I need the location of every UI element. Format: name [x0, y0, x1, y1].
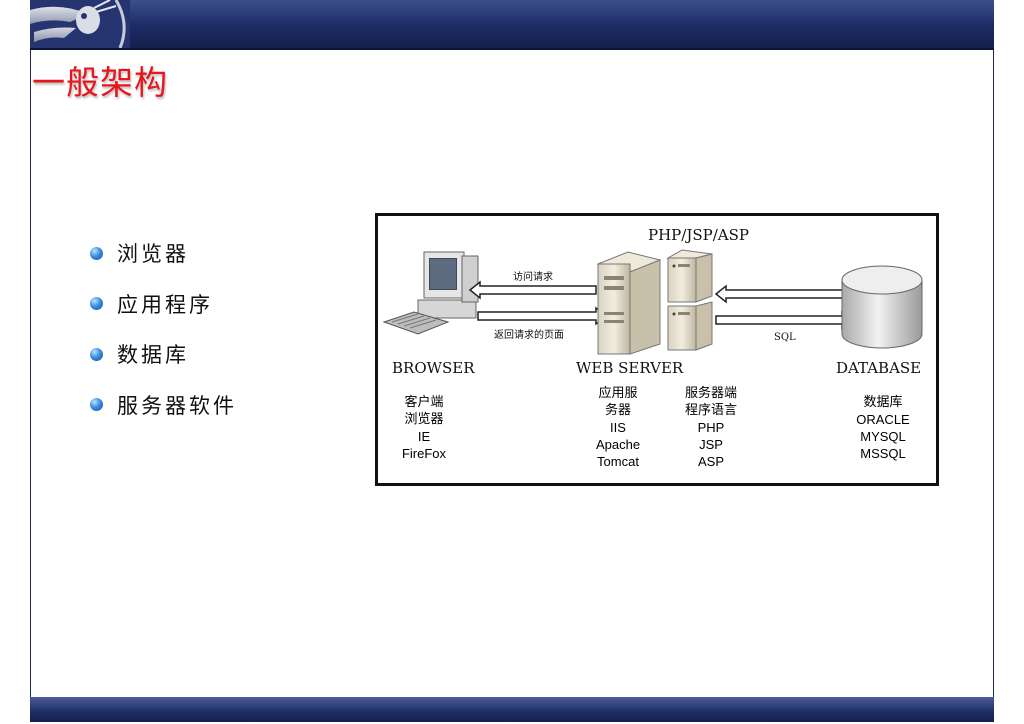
- bullet-item: 服务器软件: [90, 380, 237, 431]
- browser-title: BROWSER: [392, 359, 475, 377]
- bullet-item: 数据库: [90, 329, 237, 380]
- server-lang-line: PHP: [674, 419, 748, 436]
- browser-line: FireFox: [398, 445, 450, 462]
- bullet-list: 浏览器 应用程序 数据库 服务器软件: [90, 228, 237, 430]
- server-lang-details: 服务器端 程序语言 PHP JSP ASP: [674, 385, 748, 470]
- server-lang-line: 程序语言: [674, 402, 748, 419]
- request-label: 访问请求: [513, 268, 553, 283]
- database-line: MSSQL: [848, 445, 918, 462]
- server-lang-line: JSP: [674, 436, 748, 453]
- browser-line: 浏览器: [398, 411, 450, 428]
- browser-line: IE: [398, 428, 450, 445]
- browser-line: 客户端: [398, 394, 450, 411]
- app-server-icon: [668, 250, 712, 350]
- architecture-diagram: PHP/JSP/ASP 访问请求 返回请求的页面 SQL BROWSER WEB…: [375, 213, 939, 486]
- database-line: ORACLE: [848, 411, 918, 428]
- response-arrow-icon: [478, 308, 606, 324]
- database-title: DATABASE: [836, 359, 921, 377]
- request-arrow-icon: [470, 282, 596, 298]
- server-lang-line: ASP: [674, 453, 748, 470]
- sql-arrow-in-icon: [716, 286, 848, 302]
- header-bar: [30, 0, 994, 50]
- bullet-item: 浏览器: [90, 228, 237, 279]
- bullet-text: 服务器软件: [117, 390, 237, 420]
- app-server-line: 务器: [586, 402, 650, 419]
- database-icon: [842, 266, 922, 348]
- bullet-icon: [90, 297, 103, 310]
- app-server-line: Apache: [586, 436, 650, 453]
- browser-details: 客户端 浏览器 IE FireFox: [398, 394, 450, 462]
- webserver-title: WEB SERVER: [576, 359, 683, 377]
- diagram-top-label: PHP/JSP/ASP: [648, 226, 749, 244]
- response-label: 返回请求的页面: [494, 326, 564, 341]
- wasp-logo-icon: [30, 0, 130, 48]
- server-lang-line: 服务器端: [674, 385, 748, 402]
- bullet-text: 浏览器: [117, 238, 189, 268]
- bullet-icon: [90, 348, 103, 361]
- app-server-line: IIS: [586, 419, 650, 436]
- web-server-icon: [598, 252, 660, 354]
- app-server-line: Tomcat: [586, 453, 650, 470]
- app-server-line: 应用服: [586, 385, 650, 402]
- sql-label: SQL: [774, 332, 796, 343]
- footer-bar: [30, 697, 994, 722]
- computer-icon: [384, 252, 478, 334]
- page-title: 一般架构: [32, 56, 168, 104]
- bullet-icon: [90, 247, 103, 260]
- bullet-text: 应用程序: [117, 289, 213, 319]
- sql-arrow-out-icon: [716, 312, 852, 328]
- database-line: 数据库: [848, 394, 918, 411]
- app-server-details: 应用服 务器 IIS Apache Tomcat: [586, 385, 650, 470]
- database-details: 数据库 ORACLE MYSQL MSSQL: [848, 394, 918, 462]
- bullet-item: 应用程序: [90, 279, 237, 330]
- bullet-icon: [90, 398, 103, 411]
- database-line: MYSQL: [848, 428, 918, 445]
- bullet-text: 数据库: [117, 339, 189, 369]
